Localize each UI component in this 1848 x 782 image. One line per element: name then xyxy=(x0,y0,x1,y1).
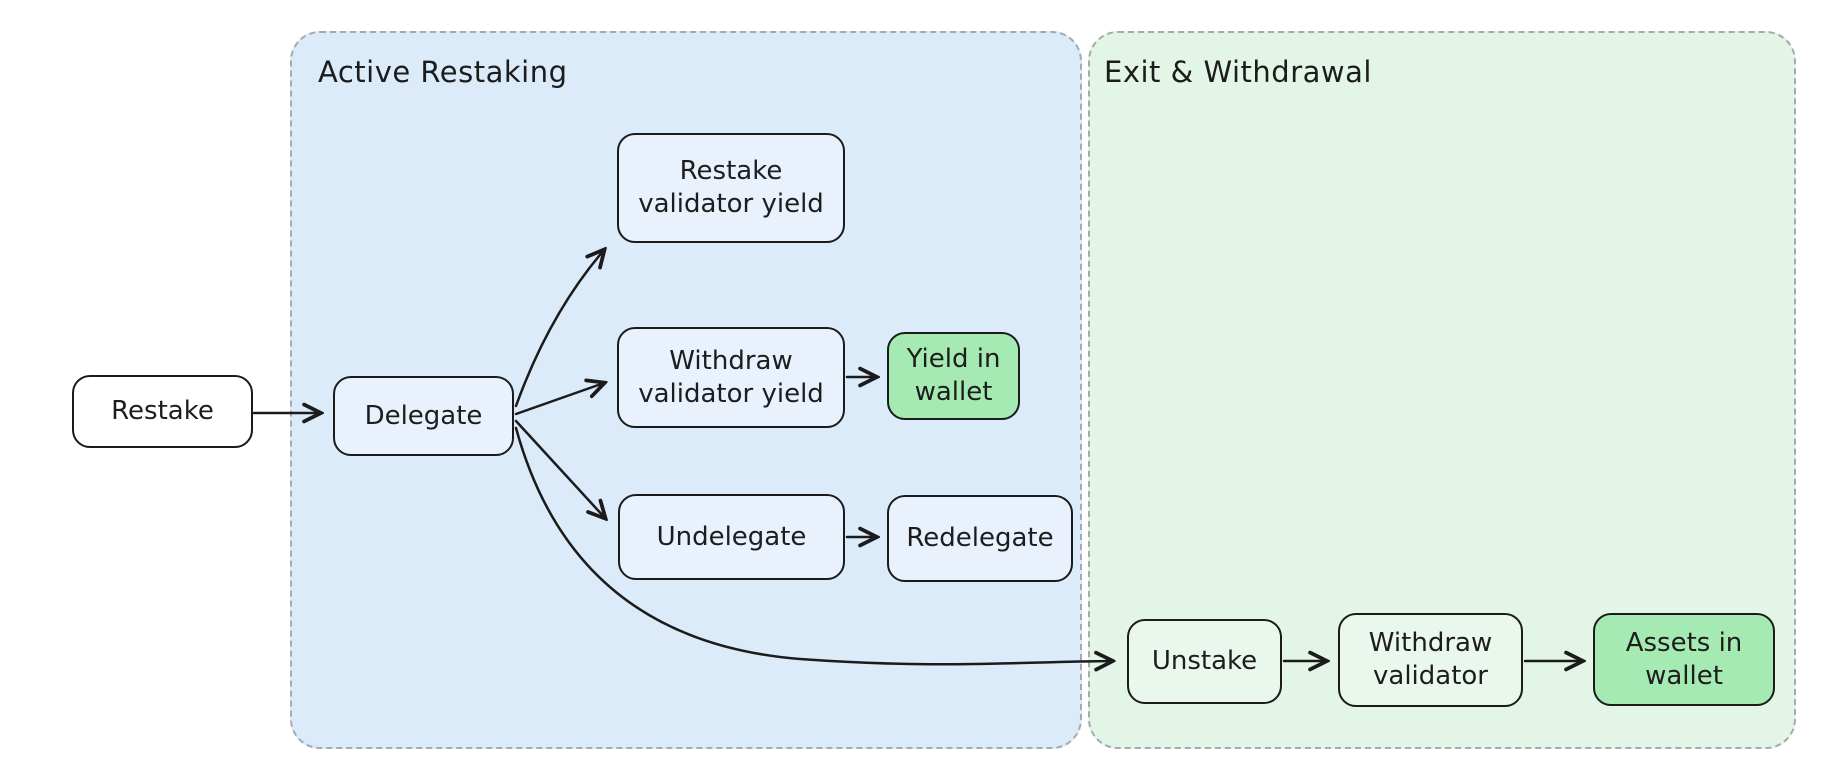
node-restake-validator-yield[interactable]: Restake validator yield xyxy=(617,133,845,243)
node-assets-in-wallet[interactable]: Assets in wallet xyxy=(1593,613,1775,706)
node-unstake-label: Unstake xyxy=(1151,646,1258,676)
node-withdraw-validator-label-line1: Withdraw xyxy=(1368,628,1493,658)
node-unstake[interactable]: Unstake xyxy=(1127,619,1282,704)
node-withdraw-validator-yield-label-line1: Withdraw xyxy=(669,345,793,376)
node-assets-in-wallet-label-line2: wallet xyxy=(1645,660,1723,691)
node-restake[interactable]: Restake xyxy=(72,375,253,448)
node-withdraw-validator-yield[interactable]: Withdraw validator yield xyxy=(617,327,845,428)
edge-delegate-to-unstake-arrow[interactable] xyxy=(514,426,1112,664)
node-assets-in-wallet-label-line1: Assets in xyxy=(1625,627,1743,658)
node-redelegate-label: Redelegate xyxy=(906,523,1054,553)
edge-delegate-to-restake-validator-yield-arrow[interactable] xyxy=(514,250,604,408)
node-withdraw-validator-yield-label-line2: validator yield xyxy=(638,378,824,409)
node-redelegate[interactable]: Redelegate xyxy=(887,495,1073,582)
node-undelegate-label: Undelegate xyxy=(656,521,807,552)
group-exit-withdrawal-title: Exit & Withdrawal xyxy=(1104,55,1372,89)
node-delegate-label: Delegate xyxy=(364,400,483,431)
node-restake-label: Restake xyxy=(111,396,214,426)
node-yield-in-wallet[interactable]: Yield in wallet xyxy=(887,332,1020,420)
node-yield-in-wallet-label-line2: wallet xyxy=(914,377,993,407)
edge-delegate-to-withdraw-validator-yield-arrow[interactable] xyxy=(514,383,604,416)
node-undelegate[interactable]: Undelegate xyxy=(618,494,845,580)
node-yield-in-wallet-label-line1: Yield in xyxy=(906,344,1001,374)
group-active-restaking-title: Active Restaking xyxy=(318,55,568,89)
node-withdraw-validator-label-line2: validator xyxy=(1373,661,1488,691)
edge-delegate-to-undelegate-arrow[interactable] xyxy=(514,419,605,518)
node-restake-validator-yield-label-line2: validator yield xyxy=(638,189,824,219)
node-restake-validator-yield-label-line1: Restake xyxy=(679,156,783,186)
node-withdraw-validator[interactable]: Withdraw validator xyxy=(1338,613,1523,707)
node-delegate[interactable]: Delegate xyxy=(333,376,514,456)
